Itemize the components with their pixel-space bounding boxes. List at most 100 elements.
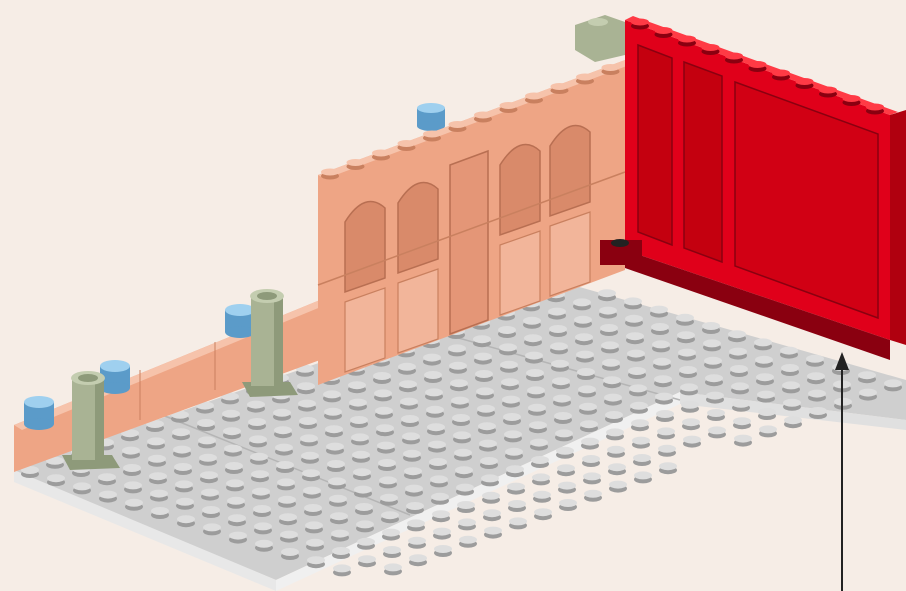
stud <box>707 409 725 421</box>
stud <box>772 70 790 81</box>
stud <box>453 431 471 443</box>
stud <box>473 335 491 347</box>
stud <box>379 476 397 488</box>
stud <box>384 563 402 575</box>
stud <box>655 393 673 405</box>
stud <box>407 519 425 531</box>
stud <box>708 426 726 438</box>
stud <box>782 381 800 393</box>
stud <box>324 408 342 420</box>
stud <box>248 418 266 430</box>
stud <box>599 307 617 319</box>
stud <box>730 365 748 377</box>
stud <box>500 361 518 373</box>
stud <box>275 444 293 456</box>
stud <box>430 475 448 487</box>
stud <box>659 462 677 474</box>
stud <box>229 532 247 544</box>
stud <box>757 391 775 403</box>
stud <box>254 522 272 534</box>
stud <box>423 131 441 142</box>
stud <box>527 386 545 398</box>
stud <box>866 104 884 115</box>
stud <box>583 472 601 484</box>
stud <box>406 502 424 514</box>
stud <box>654 375 672 387</box>
stud <box>483 509 501 521</box>
stud <box>579 403 597 415</box>
stud <box>530 439 548 451</box>
stud <box>124 481 142 493</box>
stud <box>448 344 466 356</box>
center-panel <box>450 151 488 334</box>
stud <box>728 330 746 342</box>
stud <box>523 317 541 329</box>
stud <box>251 470 269 482</box>
stud <box>628 367 646 379</box>
stud <box>581 438 599 450</box>
stud <box>429 458 447 470</box>
stud <box>226 479 244 491</box>
stud <box>843 95 861 106</box>
stud <box>305 521 323 533</box>
stud <box>174 463 192 475</box>
stud <box>321 169 339 180</box>
stud <box>352 451 370 463</box>
stud <box>601 341 619 353</box>
stud <box>372 150 390 161</box>
red-corner-stud <box>611 239 629 247</box>
stud <box>331 530 349 542</box>
stud <box>382 529 400 541</box>
stud <box>329 495 347 507</box>
stud <box>378 459 396 471</box>
stud <box>509 517 527 529</box>
stud <box>729 348 747 360</box>
stud <box>575 333 593 345</box>
stud <box>482 492 500 504</box>
stud <box>408 537 426 549</box>
stud <box>401 415 419 427</box>
stud <box>247 401 265 413</box>
stud <box>299 417 317 429</box>
stud <box>484 527 502 539</box>
stud <box>455 466 473 478</box>
stud <box>398 140 416 151</box>
stud <box>552 377 570 389</box>
stud <box>375 407 393 419</box>
stud <box>603 376 621 388</box>
stud <box>151 507 169 519</box>
red-panel <box>684 62 722 262</box>
stud <box>176 498 194 510</box>
stud <box>681 401 699 413</box>
stud <box>624 297 642 309</box>
stud <box>327 460 345 472</box>
stud <box>580 420 598 432</box>
red-wall-side <box>890 110 906 345</box>
stud <box>631 19 649 30</box>
stud <box>280 531 298 543</box>
stud <box>122 447 140 459</box>
stud <box>373 372 391 384</box>
stud <box>330 512 348 524</box>
blue-stud <box>225 304 255 338</box>
stud <box>427 423 445 435</box>
stud <box>680 383 698 395</box>
stud <box>199 454 217 466</box>
stud <box>573 298 591 310</box>
stud <box>780 347 798 359</box>
stud <box>351 433 369 445</box>
stud <box>525 93 543 104</box>
stud <box>781 364 799 376</box>
stud <box>807 372 825 384</box>
stud <box>475 370 493 382</box>
stud <box>451 397 469 409</box>
stud <box>808 390 826 402</box>
stud <box>806 355 824 367</box>
stud <box>506 465 524 477</box>
stud <box>507 483 525 495</box>
stud <box>273 409 291 421</box>
stud <box>532 473 550 485</box>
stud <box>399 380 417 392</box>
stud <box>227 497 245 509</box>
